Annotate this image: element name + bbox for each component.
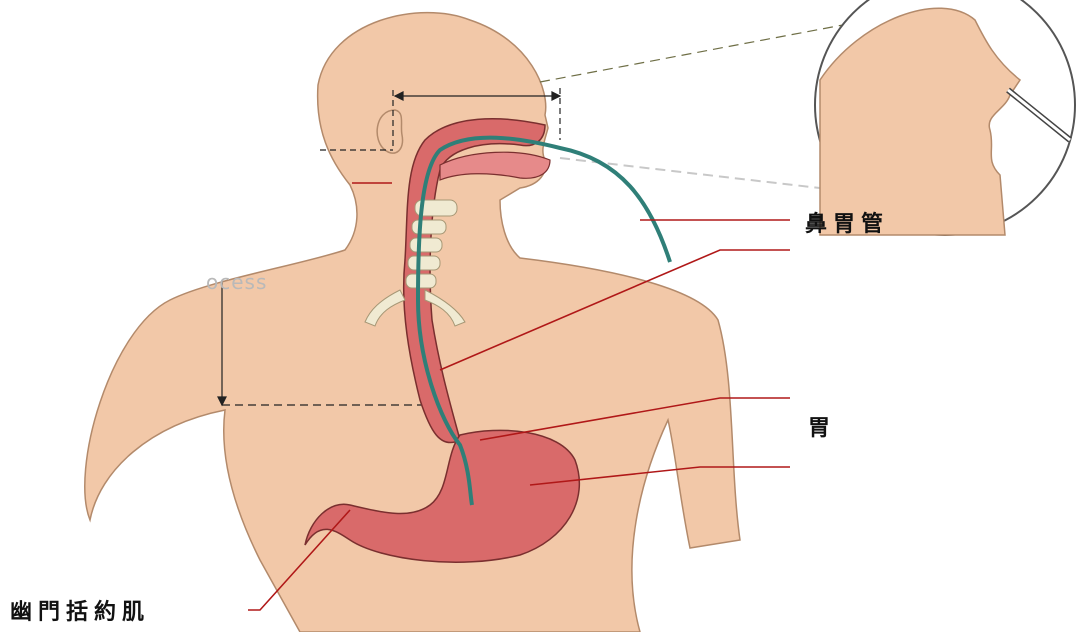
faint-text: ocess bbox=[206, 270, 267, 294]
ear bbox=[377, 110, 402, 153]
label-nasogastric-tube: 鼻胃管 bbox=[805, 206, 889, 238]
label-stomach: 胃 bbox=[808, 410, 836, 442]
label-pyloric-sphincter: 幽門括約肌 bbox=[10, 594, 150, 626]
face-inset bbox=[815, 0, 1075, 235]
